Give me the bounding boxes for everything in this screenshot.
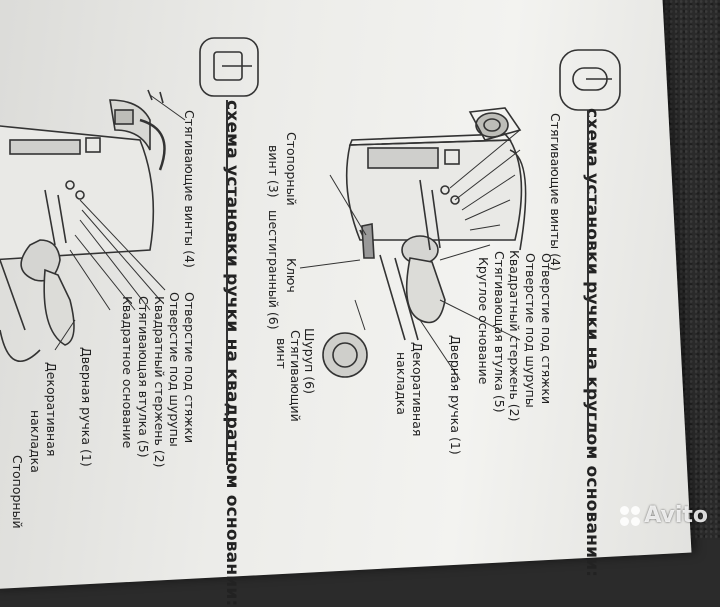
label-square-base: Квадратное основание [120,296,135,449]
label-square-decor-1: Декоративная [44,362,59,457]
installation-diagram [0,37,621,381]
label-round-decor-1: Декоративная [410,342,425,437]
label-round-bushing: Стягивающая втулка (5) [492,251,507,413]
label-square-decor-2: накладка [28,410,43,473]
door-block-square [0,99,166,261]
round-base-icon [559,49,621,111]
label-round-wood-screw: Шуруп (6) [302,328,317,394]
door-block-round [345,107,527,251]
label-square-bushing: Стягивающая втулка (5) [136,296,151,458]
label-round-stop-screw-2: винт (3) [266,145,281,198]
section-title-round: схема установки ручки на круглом основан… [582,108,602,578]
title-underline-square [226,100,228,465]
leader-lines-square [54,94,186,351]
label-round-square-rod: Квадратный стержень (2) [507,250,522,422]
label-round-stop-screw-1: Стопорный [284,132,299,206]
label-round-key-2: шестигранный (6) [266,210,281,330]
avito-watermark-text: Avito [644,503,708,528]
label-square-hole-screws: Отверстие под шурупы [167,292,182,447]
label-square-screws: Стягивающие винты (4) [182,110,197,268]
label-round-tie-screw-1: Стягивающий [288,330,303,422]
label-round-tie-screw-2: винт [274,338,289,369]
square-base-icon [199,37,259,97]
avito-logo-icon [620,505,641,526]
title-underline-round [587,110,589,438]
label-round-key-1: Ключ [284,258,299,293]
label-round-hole-ties: Отверстие под стяжки [539,253,554,405]
label-square-stop-screw: Стопорный [10,455,25,529]
label-square-handle: Дверная ручка (1) [79,347,94,467]
label-round-decor-2: накладка [394,352,409,415]
leader-lines-round [299,129,521,381]
handle-round [322,179,460,378]
handle-square [0,89,164,362]
avito-watermark: Avito [620,503,708,528]
label-square-square-rod: Квадратный стержень (2) [152,296,167,468]
label-round-handle: Дверная ручка (1) [448,335,463,455]
label-round-base: Круглое основание [476,257,491,385]
label-square-hole-ties: Отверстие под стяжки [182,292,197,444]
section-title-square: схема установки ручки на квадратном осно… [222,100,242,607]
label-round-screws: Стягивающие винты (4) [548,113,563,271]
label-round-hole-screws: Отверстие под шурупы [523,253,538,408]
